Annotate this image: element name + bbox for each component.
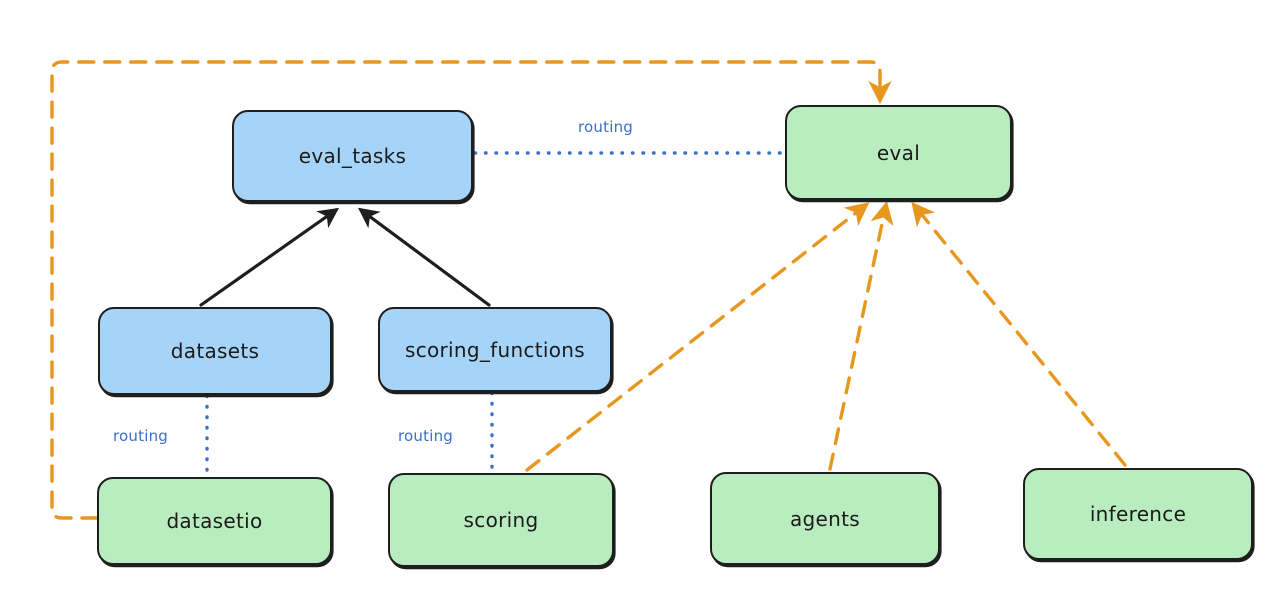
node-eval-tasks[interactable]: eval_tasks	[232, 110, 473, 202]
node-label-eval-tasks: eval_tasks	[298, 144, 407, 168]
node-scoring[interactable]: scoring	[388, 473, 614, 567]
edge-label-routing-eval: routing	[578, 118, 633, 136]
node-label-inference: inference	[1089, 502, 1187, 526]
node-agents[interactable]: agents	[710, 472, 940, 565]
edge-scoring-functions-to-eval-tasks	[358, 207, 491, 307]
node-label-scoring-functions: scoring_functions	[404, 337, 586, 362]
node-eval[interactable]: eval	[785, 105, 1012, 200]
node-label-scoring: scoring	[463, 508, 539, 532]
node-label-datasetio: datasetio	[166, 509, 263, 533]
edge-datasets-to-eval-tasks	[199, 207, 340, 307]
edge-scoring-to-eval	[525, 202, 870, 472]
edge-inference-to-eval	[911, 201, 1127, 467]
node-datasets[interactable]: datasets	[98, 307, 332, 395]
edge-datasetio-to-eval	[50, 60, 892, 520]
edge-label-routing-scoring: routing	[398, 427, 453, 445]
edge-agents-to-eval	[828, 200, 894, 471]
node-label-datasets: datasets	[170, 339, 260, 363]
edge-label-routing-datasetio: routing	[113, 427, 168, 445]
node-label-agents: agents	[790, 506, 860, 531]
node-scoring-functions[interactable]: scoring_functions	[378, 307, 612, 392]
node-datasetio[interactable]: datasetio	[97, 477, 332, 565]
node-inference[interactable]: inference	[1023, 468, 1253, 560]
node-label-eval: eval	[876, 140, 921, 165]
